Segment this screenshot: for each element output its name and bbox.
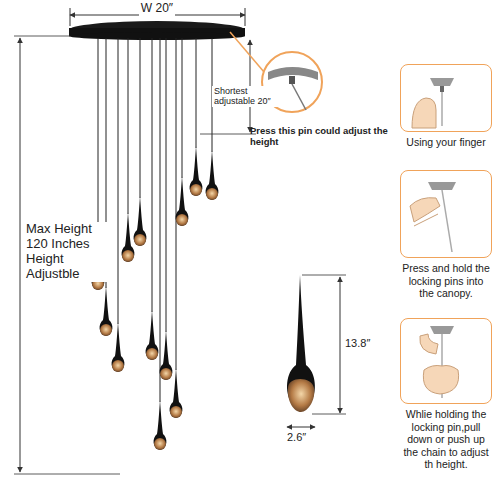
callout-leader — [230, 32, 264, 72]
callout-note: Press this pin could adjust the height — [250, 126, 390, 148]
cable — [176, 38, 177, 370]
canopy-base — [69, 32, 245, 40]
panel-frame — [400, 64, 492, 132]
panel-frame — [400, 170, 492, 258]
step1-illustration — [412, 78, 454, 128]
pendant-drop — [146, 310, 159, 360]
glass-shade — [288, 379, 314, 412]
glass-shade — [154, 438, 166, 450]
length-dimension: 13.8″ — [345, 337, 370, 350]
pendant-drop — [100, 286, 113, 336]
glass-shade — [176, 214, 188, 226]
cable — [196, 38, 197, 148]
pendant-drop — [134, 196, 147, 246]
pendant-drop — [206, 150, 219, 200]
extension-line — [245, 8, 246, 26]
diameter-dimension: 2.6″ — [287, 431, 306, 444]
cable — [152, 38, 153, 312]
pendant-drop — [170, 368, 183, 418]
glass-shade — [100, 324, 112, 336]
width-dimension: W 20″ — [139, 2, 175, 16]
glass-shade — [160, 368, 172, 380]
cable — [118, 38, 119, 324]
glass-shade — [112, 360, 124, 372]
extension-line — [312, 414, 346, 415]
panel-caption: Whlie holding the locking pin,pull down … — [400, 408, 492, 471]
height-dimension: Max Height 120 Inches Height Adjustble — [24, 222, 112, 282]
extension-line — [14, 36, 70, 37]
pendant-drop — [112, 322, 125, 372]
extension-line — [70, 8, 71, 26]
pendant-drop — [190, 146, 203, 196]
glass-shade — [170, 406, 182, 418]
dimension-note: Shortest adjustable 20″ — [212, 86, 278, 107]
cable — [140, 38, 141, 198]
canopy — [69, 21, 245, 39]
dimension-line — [20, 38, 21, 472]
instruction-panel: Using your finger — [400, 64, 492, 149]
cable — [166, 38, 167, 332]
step3-illustration — [420, 326, 459, 398]
glass-shade — [190, 184, 202, 196]
extension-line — [14, 474, 120, 475]
pendant-drop — [176, 176, 189, 226]
extension-line — [302, 275, 346, 276]
cable — [182, 38, 183, 178]
panel-frame — [400, 318, 492, 404]
cable — [128, 38, 129, 214]
locking-pin — [289, 76, 295, 84]
extension-line — [200, 134, 256, 135]
step2-illustration — [410, 182, 456, 252]
dimension-line — [287, 427, 315, 428]
dimension-line — [340, 277, 341, 413]
glass-shade — [206, 188, 218, 200]
glass-shade — [146, 348, 158, 360]
panel-caption: Press and hold the locking pins into the… — [400, 262, 492, 300]
glass-shade — [122, 250, 134, 262]
pendant-drop — [160, 330, 173, 380]
instruction-panel: Whlie holding the locking pin,pull down … — [400, 318, 492, 471]
cable — [292, 84, 306, 110]
instruction-panel: Press and hold the locking pins into the… — [400, 170, 492, 300]
panel-caption: Using your finger — [400, 136, 492, 149]
cable — [160, 38, 161, 402]
pendant-drop — [122, 212, 135, 262]
pendant-drop — [154, 400, 167, 450]
glass-shade — [134, 234, 146, 246]
cable — [98, 38, 99, 242]
